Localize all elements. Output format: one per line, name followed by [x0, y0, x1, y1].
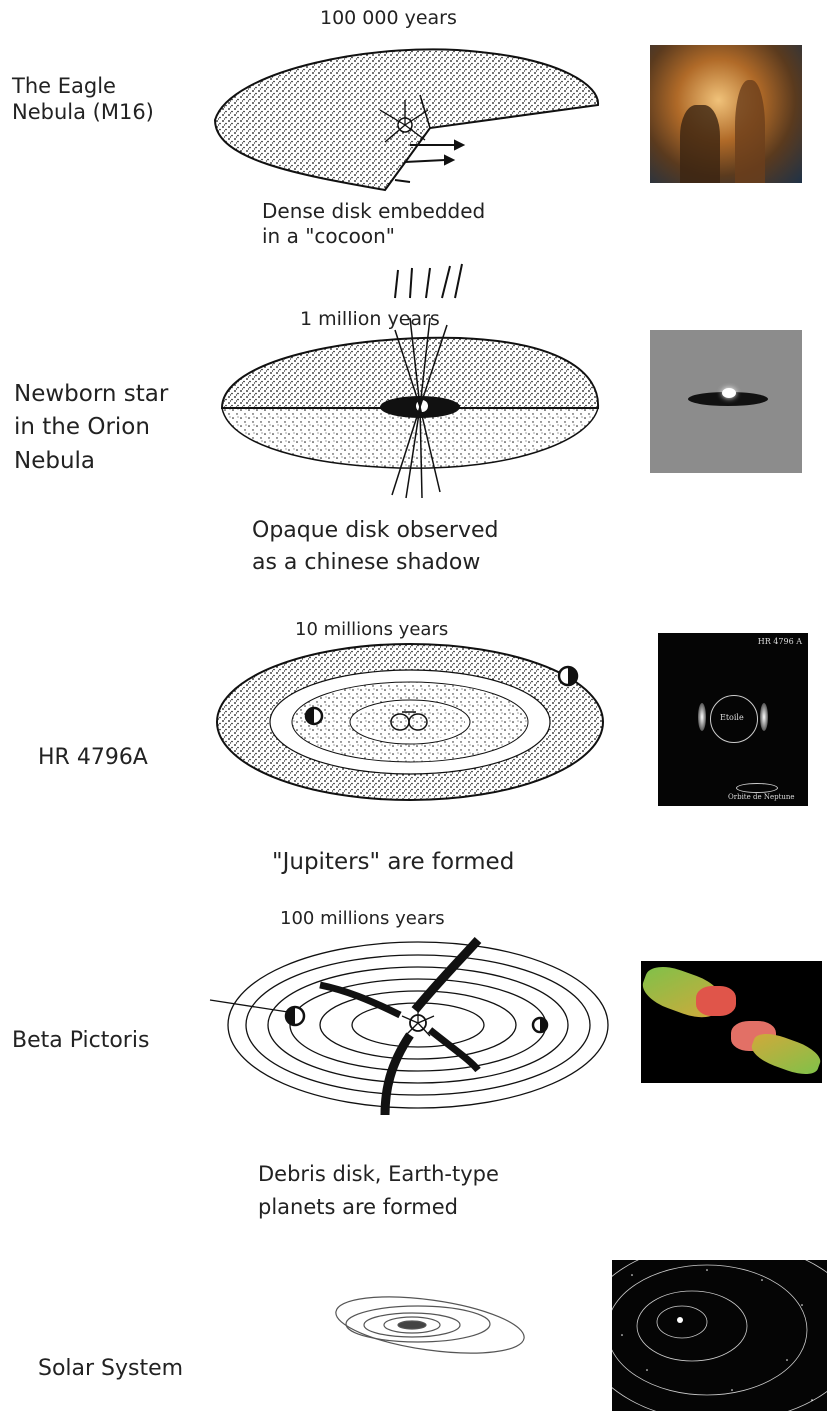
stage-1-caption: Dense disk embedded in a "cocoon" — [262, 199, 486, 248]
solar-system-orbits — [612, 1260, 827, 1411]
stage-2-age: 1 million years — [300, 308, 440, 330]
hr4796a-photo: HR 4796 A Etoile Orbite de Neptune — [658, 633, 808, 806]
stage-3-label: HR 4796A — [38, 745, 148, 770]
stage-3-caption: "Jupiters" are formed — [272, 849, 515, 875]
stage-5-label: Solar System — [38, 1356, 184, 1381]
stage-4-caption: Debris disk, Earth-type planets are form… — [258, 1162, 499, 1219]
hr4796a-photo-star: Etoile — [720, 713, 744, 722]
stage-1-label: The Eagle Nebula (M16) — [12, 74, 154, 125]
stage-2-caption: Opaque disk observed as a chinese shadow — [252, 518, 499, 575]
debris-disk-drawing — [209, 936, 609, 1116]
hr4796a-photo-title: HR 4796 A — [757, 637, 802, 646]
eagle-nebula-photo — [650, 45, 802, 183]
solar-system-photo — [612, 1260, 827, 1411]
stage-2-label: Newborn star in the Orion Nebula — [14, 381, 169, 474]
orion-disk-photo — [650, 330, 802, 473]
stage-1-age: 100 000 years — [320, 7, 457, 29]
solar-system-drawing — [335, 1296, 525, 1354]
cocoon-disk-drawing — [213, 48, 600, 192]
stage-4-age: 100 millions years — [280, 908, 445, 929]
stage-4-label: Beta Pictoris — [12, 1028, 150, 1053]
beta-pictoris-photo — [641, 961, 822, 1083]
jet-arrows — [394, 263, 463, 299]
ringed-disk-drawing — [216, 643, 604, 801]
stage-3-age: 10 millions years — [295, 619, 449, 640]
opaque-disk-drawing — [220, 317, 600, 499]
hr4796a-photo-orbit: Orbite de Neptune — [728, 793, 795, 801]
